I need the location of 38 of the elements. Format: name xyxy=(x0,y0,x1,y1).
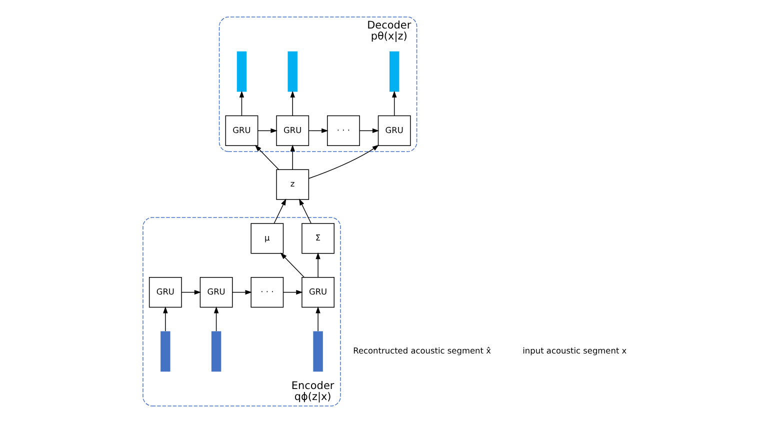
node-box: GRU xyxy=(200,276,233,308)
arrow xyxy=(239,90,244,116)
arrow xyxy=(290,144,295,170)
node-bar xyxy=(313,331,323,372)
node-box: μ xyxy=(250,223,284,254)
node-bar xyxy=(236,51,247,92)
arrow xyxy=(299,198,312,224)
arrow xyxy=(280,252,305,278)
node-box: GRU xyxy=(378,115,411,146)
arrow xyxy=(316,306,320,332)
label: input acoustic segment x xyxy=(522,345,627,356)
node-bar xyxy=(211,331,222,372)
arrow xyxy=(392,90,397,116)
node-box: GRU xyxy=(302,276,334,308)
node-box: · · · xyxy=(250,276,284,308)
arrow xyxy=(316,252,320,278)
node-box: GRU xyxy=(148,276,182,308)
arrow xyxy=(163,306,168,332)
arrow xyxy=(181,290,202,295)
arrow xyxy=(254,144,280,170)
node-box: · · · xyxy=(327,115,360,146)
node-bar xyxy=(390,51,400,92)
arrow xyxy=(232,290,252,295)
label: Recontructed acoustic segment x̂ xyxy=(353,345,491,356)
arrow xyxy=(214,306,219,332)
arrow xyxy=(274,198,286,224)
node-box: GRU xyxy=(276,115,310,146)
node-bar xyxy=(160,331,170,372)
arrow xyxy=(308,128,328,134)
arrow xyxy=(308,144,380,179)
node-box: z xyxy=(276,169,310,200)
arrow xyxy=(257,128,278,134)
arrow xyxy=(290,90,295,116)
node-bar xyxy=(288,51,298,92)
arrow xyxy=(359,128,380,134)
node-box: GRU xyxy=(225,115,258,146)
arrow xyxy=(282,290,303,295)
node-box: Σ xyxy=(302,223,334,254)
